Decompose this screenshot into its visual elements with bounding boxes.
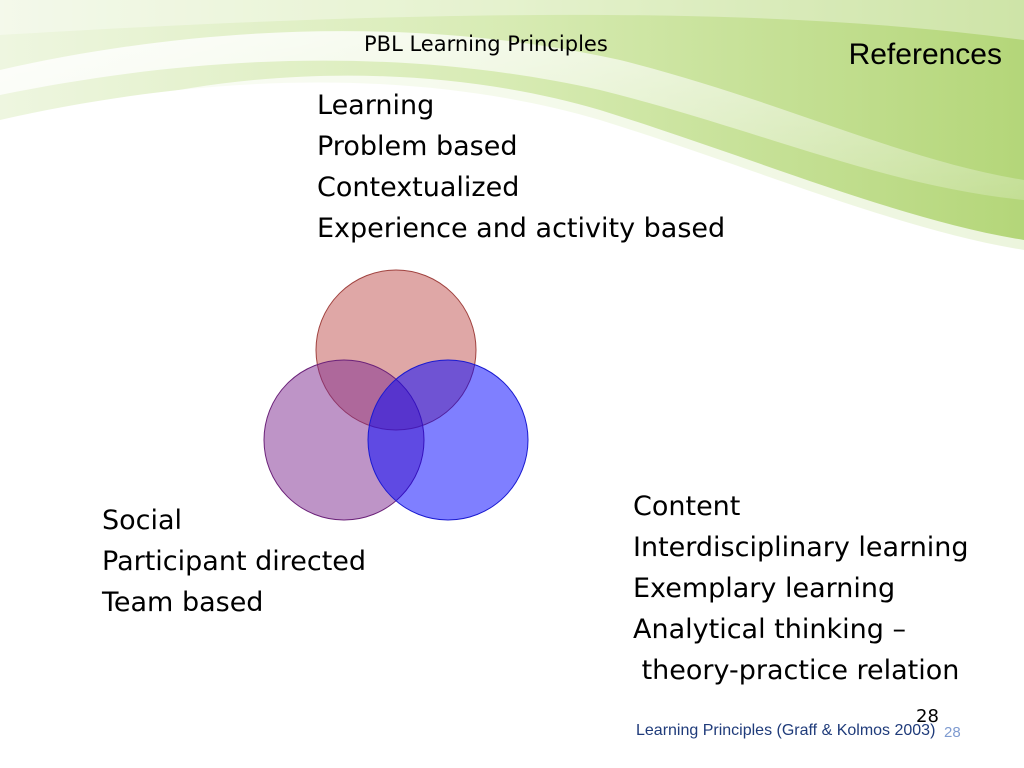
content-item: theory-practice relation [633,655,960,686]
footer-page-number: 28 [944,724,961,741]
venn-circle-content [367,359,529,521]
social-item: Team based [102,587,264,618]
content-item: Analytical thinking – [633,614,906,645]
learning-item: Experience and activity based [317,213,726,244]
learning-item: Problem based [317,131,518,162]
page-number: 28 [916,706,939,727]
slide-subtitle: PBL Learning Principles [364,32,608,56]
slide-heading: References [848,38,1002,71]
content-principle-block: Content Interdisciplinary learning Exemp… [633,486,969,691]
footer-citation: Learning Principles (Graff & Kolmos 2003… [636,722,936,739]
background-swoosh [0,0,1024,270]
content-item: Interdisciplinary learning [633,532,969,563]
social-heading: Social [102,505,183,536]
learning-heading: Learning [317,90,435,121]
learning-principle-block: Learning Problem based Contextualized Ex… [317,85,725,249]
social-principle-block: Social Participant directed Team based [102,500,366,623]
content-heading: Content [633,491,741,522]
venn-diagram [263,269,529,521]
social-item: Participant directed [102,546,367,577]
learning-item: Contextualized [317,172,520,203]
content-item: Exemplary learning [633,573,896,604]
